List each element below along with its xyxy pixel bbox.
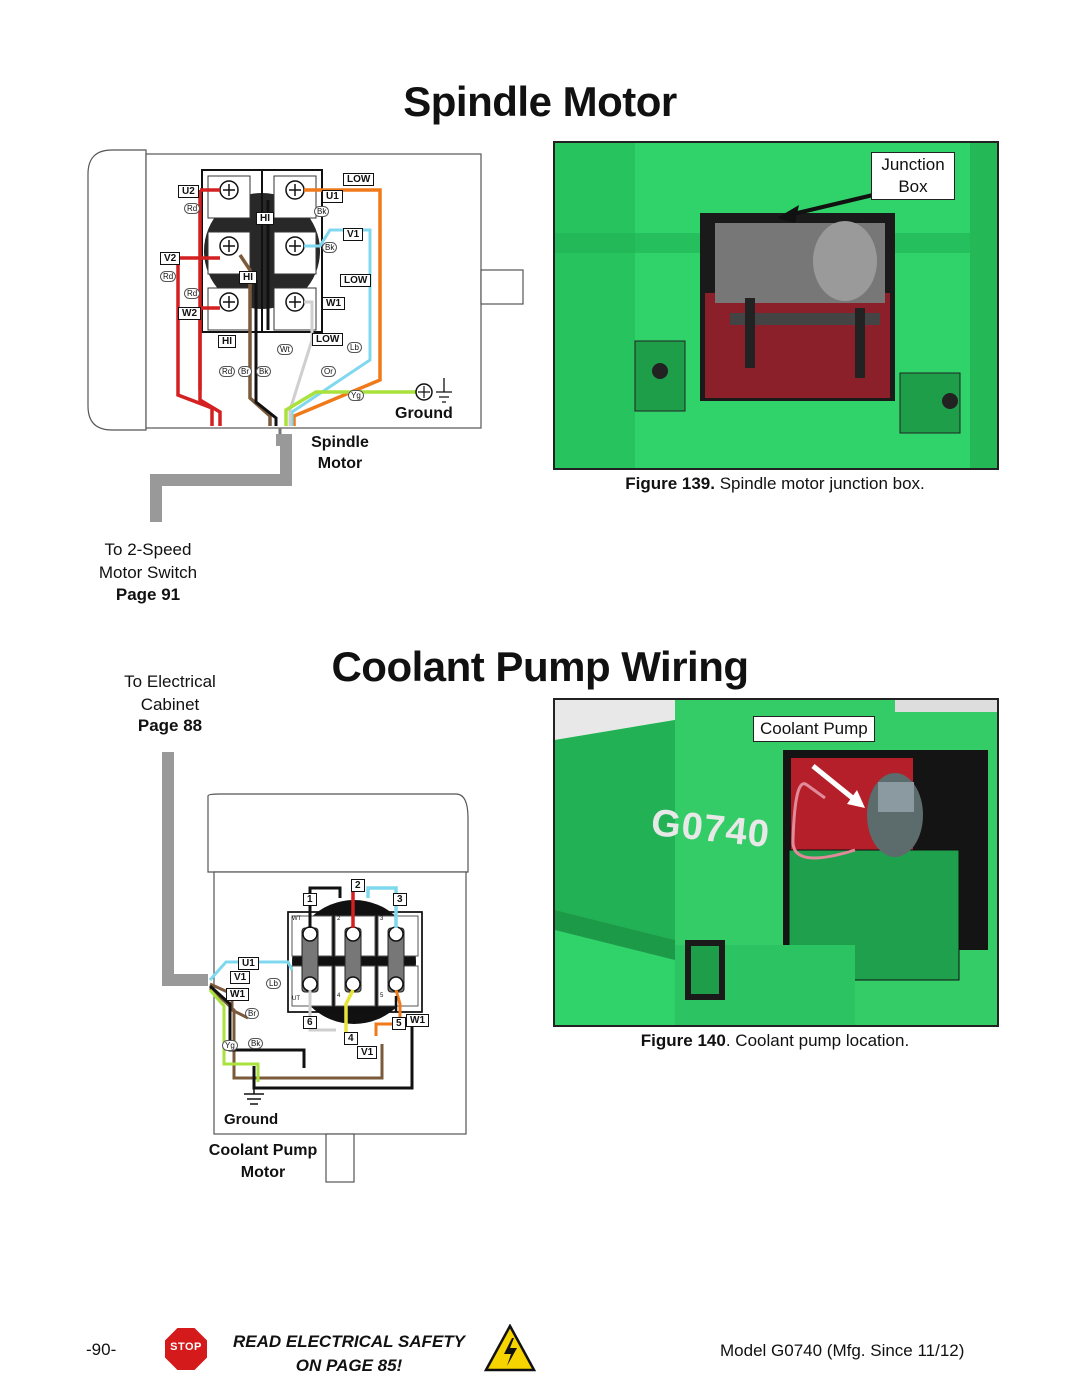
terminal-number-3: 3 xyxy=(393,893,407,906)
label-w1: W1 xyxy=(322,297,345,310)
stop-octagon-icon xyxy=(163,1326,209,1372)
to-switch-line-1: To 2-Speed xyxy=(104,540,192,559)
label-low-2: LOW xyxy=(340,274,372,287)
small-tag-5: 5 xyxy=(380,993,384,999)
label-low-3: LOW xyxy=(312,333,344,346)
label-low-1: LOW xyxy=(343,173,375,186)
model-footer: Model G0740 (Mfg. Since 11/12) xyxy=(720,1341,965,1360)
terminal-number-2: 2 xyxy=(351,879,365,892)
terminal-number-1: 1 xyxy=(303,893,317,906)
coolant-pump-wiring-title: Coolant Pump Wiring xyxy=(331,643,749,690)
figure-139-caption-text: Spindle motor junction box. xyxy=(714,474,925,493)
figure-140-caption-text: . Coolant pump location. xyxy=(725,1031,910,1050)
label-v1: V1 xyxy=(343,228,364,241)
coolant-pump-photo-illustration xyxy=(555,700,997,1025)
label-w2: W2 xyxy=(178,307,201,320)
figure-139-number: Figure 139. xyxy=(625,474,715,493)
safety-warning-line-2: ON PAGE 85! xyxy=(295,1356,403,1375)
label-hi-2: HI xyxy=(239,271,257,284)
spindle-ground-label: Ground xyxy=(395,405,453,422)
coolant-label-w1-terminal: W1 xyxy=(406,1014,429,1027)
figure-140-caption: Figure 140. Coolant pump location. xyxy=(553,1031,997,1051)
small-tag-ut: UT xyxy=(292,996,300,1002)
to-cabinet-page-link[interactable]: Page 88 xyxy=(137,716,203,735)
label-v2: V2 xyxy=(160,252,181,265)
wire-tag-bk-3: Bk xyxy=(322,242,338,253)
coolant-wire-tag-lb: Lb xyxy=(266,978,281,989)
wire-tag-br: Br xyxy=(238,366,252,377)
terminal-number-5: 5 xyxy=(392,1017,406,1030)
figure-139-caption: Figure 139. Spindle motor junction box. xyxy=(553,474,997,494)
small-tag-wt: WT xyxy=(292,916,302,922)
wire-tag-bk-2: Bk xyxy=(314,206,330,217)
coolant-label-u1: U1 xyxy=(238,957,259,970)
label-hi-1: HI xyxy=(256,212,274,225)
coolant-label-v1-terminal: V1 xyxy=(357,1046,378,1059)
safety-warning-line-1: READ ELECTRICAL SAFETY xyxy=(232,1332,466,1351)
to-cabinet-line-1: To Electrical xyxy=(124,672,216,691)
to-cabinet-line-2: Cabinet xyxy=(140,695,200,714)
small-tag-2: 2 xyxy=(337,916,341,922)
small-tag-4: 4 xyxy=(337,993,341,999)
coolant-pump-callout: Coolant Pump xyxy=(753,716,875,742)
coolant-label-w1: W1 xyxy=(226,988,249,1001)
label-u1: U1 xyxy=(322,190,343,203)
junction-callout-line-2: Box xyxy=(898,177,928,196)
junction-box-callout: Junction Box xyxy=(871,152,955,200)
coolant-motor-label-1: Coolant Pump xyxy=(208,1142,318,1159)
figure-140-photo: G0740 Coolant Pump xyxy=(553,698,999,1027)
coolant-wire-tag-br: Br xyxy=(245,1008,259,1019)
to-switch-page-link[interactable]: Page 91 xyxy=(115,585,181,604)
spindle-motor-label-2: Motor xyxy=(317,455,363,472)
wire-tag-lb: Lb xyxy=(347,342,362,353)
figure-139-photo: Junction Box xyxy=(553,141,999,470)
wire-tag-rd-4: Rd xyxy=(219,366,236,377)
stop-sign-text: STOP xyxy=(170,1341,202,1353)
wire-tag-bk-1: Bk xyxy=(256,366,272,377)
terminal-number-4: 4 xyxy=(344,1032,358,1045)
label-u2: U2 xyxy=(178,185,199,198)
coolant-wire-tag-bk: Bk xyxy=(248,1038,264,1049)
wire-tag-rd-2: Rd xyxy=(160,271,177,282)
wire-tag-yg: Yg xyxy=(348,390,364,401)
coolant-ground-label: Ground xyxy=(224,1111,279,1128)
spindle-motor-wiring-diagram xyxy=(87,149,524,522)
label-hi-3: HI xyxy=(218,335,236,348)
spindle-motor-label-1: Spindle xyxy=(311,434,369,451)
wire-tag-rd-1: Rd xyxy=(184,203,201,214)
figure-140-number: Figure 140 xyxy=(640,1031,726,1050)
stop-sign-icon: STOP xyxy=(163,1326,209,1372)
spindle-motor-title: Spindle Motor xyxy=(403,78,677,125)
coolant-motor-label-2: Motor xyxy=(240,1164,286,1181)
terminal-number-6: 6 xyxy=(303,1016,317,1029)
coolant-label-v1: V1 xyxy=(230,971,251,984)
wire-tag-rd-3: Rd xyxy=(184,288,201,299)
small-tag-3: 3 xyxy=(380,916,384,922)
junction-callout-line-1: Junction xyxy=(881,155,945,174)
coolant-wire-tag-yg: Yg xyxy=(222,1040,238,1051)
wire-tag-or: Or xyxy=(321,366,336,377)
to-switch-line-2: Motor Switch xyxy=(98,563,198,582)
wire-tag-wt: Wt xyxy=(277,344,293,355)
coolant-pump-wiring-diagram xyxy=(162,752,469,1183)
page-number: -90- xyxy=(86,1340,117,1359)
electrical-hazard-icon xyxy=(484,1324,536,1372)
